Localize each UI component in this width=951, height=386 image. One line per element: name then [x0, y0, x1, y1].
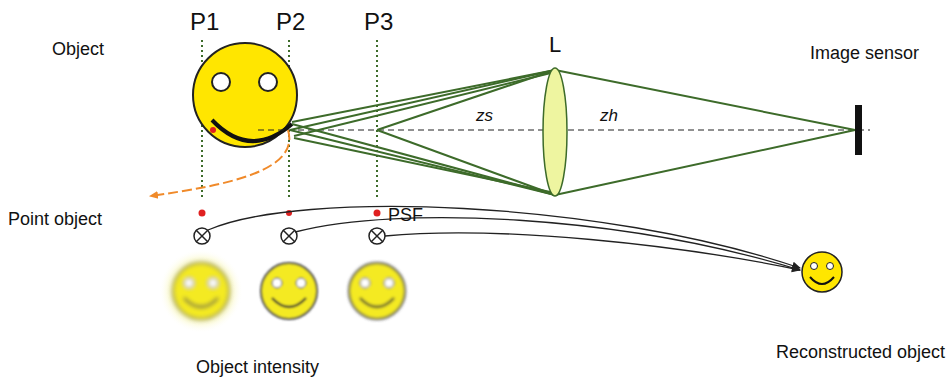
- point-object-label: Point object: [8, 210, 102, 228]
- plane-label: P2: [276, 10, 305, 34]
- lens-label: L: [549, 34, 561, 56]
- distance-label: zs: [476, 107, 493, 124]
- plane-label: P3: [364, 10, 393, 34]
- plane-label: P1: [190, 10, 219, 34]
- psf-label: PSF: [388, 206, 423, 224]
- reconstruction-label: Reconstructed object: [776, 343, 945, 361]
- sensor-label: Image sensor: [810, 44, 919, 62]
- object-label: Object: [52, 40, 104, 58]
- intensity-label: Object intensity: [196, 358, 319, 376]
- distance-label: zh: [600, 107, 618, 124]
